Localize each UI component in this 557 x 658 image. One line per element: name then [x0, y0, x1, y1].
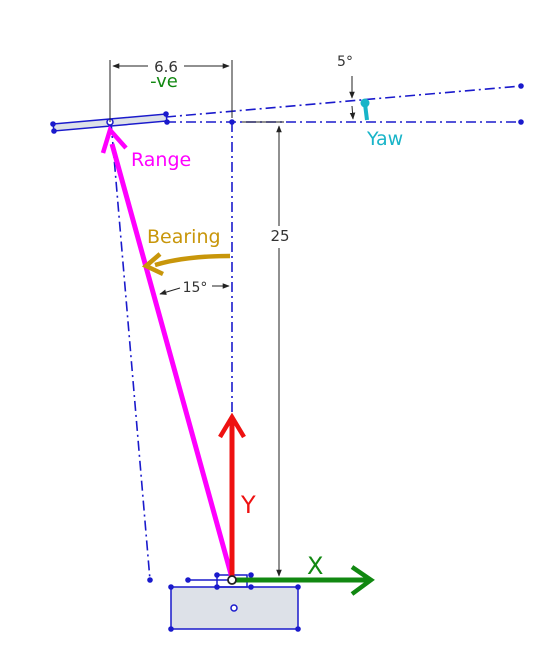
sketch-vertices [50, 83, 524, 632]
x-axis-arrowhead [350, 565, 375, 596]
y-axis-arrowhead [218, 412, 246, 439]
x-axis-label: X [307, 552, 323, 580]
vertical-dimension-value: 25 [270, 227, 289, 245]
bearing-arrowhead [141, 252, 164, 277]
horizontal-dimension[interactable] [109, 60, 233, 122]
range-vector[interactable] [109, 143, 235, 579]
yaw-construction-line [165, 85, 522, 118]
vehicle-center-point [230, 604, 238, 612]
range-label: Range [131, 149, 191, 171]
left-construction-line [110, 121, 151, 581]
vehicle-body[interactable] [170, 586, 299, 630]
dimension-sign-label: -ve [150, 71, 178, 92]
yaw-label: Yaw [366, 128, 403, 150]
y-axis-label: Y [240, 491, 256, 519]
bearing-angle-value: 15° [183, 280, 208, 296]
origin-point[interactable] [227, 575, 237, 585]
horizontal-dimension-value: 6.6 [154, 58, 178, 76]
yaw-angle-dimension[interactable] [349, 76, 356, 120]
range-arrowhead [100, 125, 128, 154]
yaw-arrowhead [360, 98, 370, 108]
yaw-angle-value: 5° [337, 54, 353, 70]
bearing-arc-arrow[interactable] [154, 253, 231, 268]
bearing-angle-dimension[interactable] [159, 283, 230, 295]
bearing-label: Bearing [147, 226, 221, 248]
